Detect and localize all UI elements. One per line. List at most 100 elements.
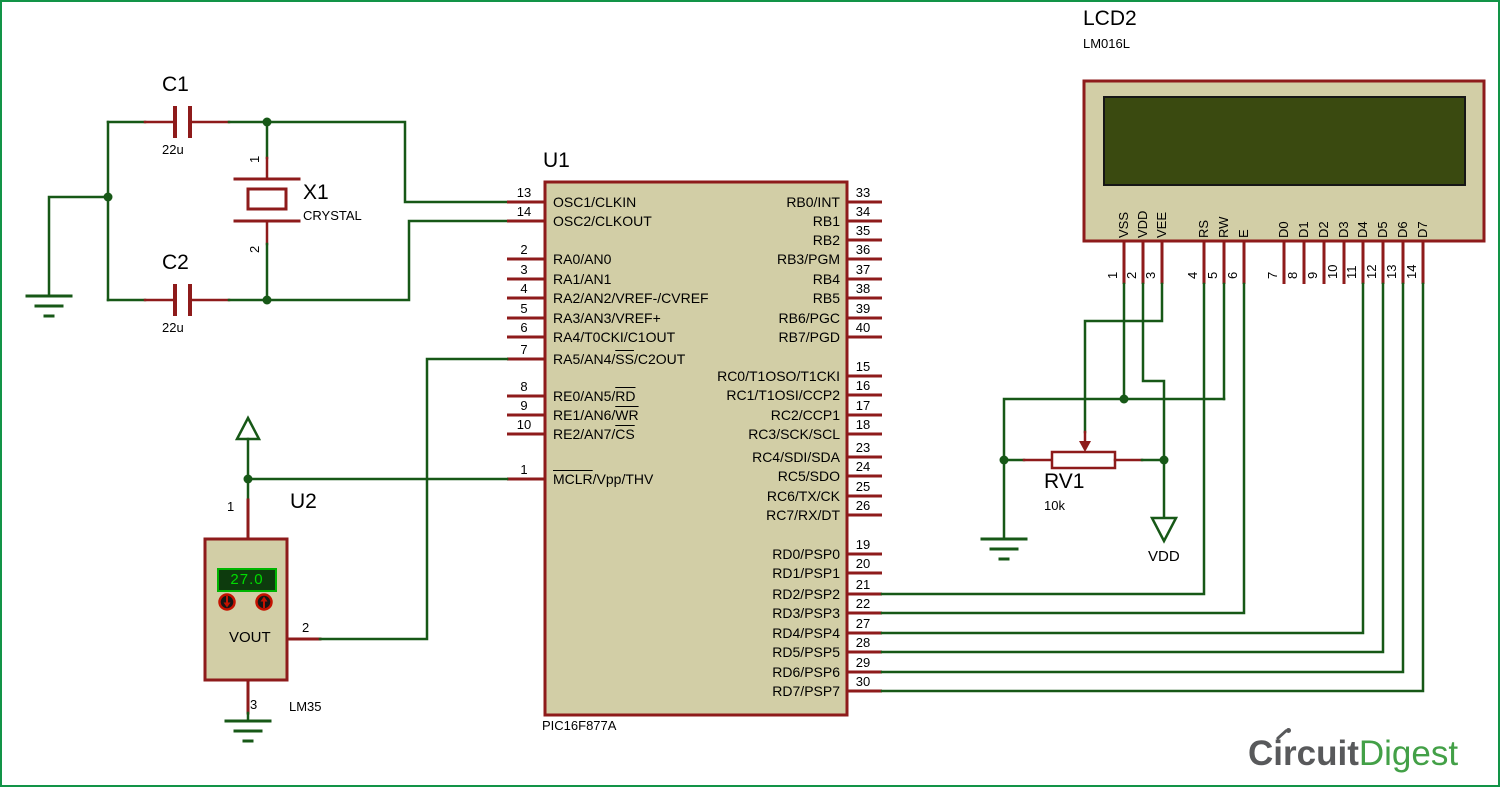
logo-text-circuit: Circuit	[1248, 734, 1359, 773]
u1-pin-label: RB3/PGM	[776, 251, 840, 267]
u1-pin-label: RA4/T0CKI/C1OUT	[553, 329, 676, 345]
c1-value: 22u	[162, 142, 184, 157]
lm35-display-value: 27.0	[230, 571, 264, 588]
u2-pin-number: 1	[227, 499, 235, 514]
lcd-pin-label: D4	[1355, 221, 1370, 238]
u1-pin-label: RA2/AN2/VREF-/CVREF	[553, 290, 709, 306]
u1-pin-label: RB0/INT	[786, 194, 840, 210]
circuitdigest-logo: CircuitDigest	[1248, 728, 1458, 774]
u1-pin-number: 33	[855, 185, 871, 200]
u1-pin-label: RE1/AN6/WR	[553, 407, 639, 423]
u1-pin-number: 13	[516, 185, 532, 200]
rv1-value: 10k	[1044, 498, 1065, 513]
u1-pin-number: 36	[855, 242, 871, 257]
wire-to-ground	[47, 195, 110, 298]
u1-pin-label: RD3/PSP3	[772, 605, 840, 621]
wire-gnd-rail	[1002, 397, 1226, 462]
u1-pin-number: 37	[855, 262, 871, 277]
junction-dot	[103, 192, 113, 202]
u1-pin-label: RA3/AN3/VREF+	[553, 310, 661, 326]
u1-pin-number: 2	[520, 242, 528, 257]
u1-pin-label: RD7/PSP7	[772, 683, 840, 699]
u1-pin-number: 40	[855, 320, 871, 335]
u1-pin-label: OSC1/CLKIN	[553, 194, 637, 210]
u1-pin-number: 25	[855, 479, 871, 494]
lcd-pin-label: RS	[1196, 219, 1211, 238]
junction-dot	[1119, 394, 1129, 404]
wire-d4-to-rd4	[880, 282, 1365, 635]
lm35-decrease-button[interactable]	[218, 593, 236, 611]
lcd-pin-label: VSS	[1116, 211, 1131, 238]
wire-d7-to-rd7	[880, 282, 1425, 693]
vdd-terminal-label: VDD	[1148, 548, 1180, 565]
lcd-pin-label: D1	[1296, 221, 1311, 238]
arrow-up-icon	[260, 596, 268, 602]
u1-pin-number: 20	[855, 556, 871, 571]
x1-ref: X1	[303, 181, 329, 204]
u1-pin-label: RA5/AN4/SS/C2OUT	[553, 351, 686, 367]
u1-pin-label: RB1	[812, 213, 840, 229]
lcd-pin-number: 14	[1404, 264, 1419, 279]
lcd-pin-number: 7	[1265, 271, 1280, 279]
u1-pin-number: 9	[520, 398, 528, 413]
u1-pin-number: 19	[855, 537, 871, 552]
u1-pin-label: RB6/PGC	[778, 310, 840, 326]
u1-pin-number: 10	[516, 417, 532, 432]
u1-pin-number: 1	[520, 462, 528, 477]
u2-body	[203, 537, 289, 682]
crystal-oscillator-circuit	[25, 106, 509, 318]
lcd-pin-number: 9	[1305, 271, 1320, 279]
u1-pin-number: 4	[520, 281, 528, 296]
u1-pin-number: 35	[855, 223, 871, 238]
lcd-pin-number: 10	[1325, 264, 1340, 279]
x1-pin-number: 2	[247, 245, 262, 253]
u2-pin-number: 3	[250, 697, 258, 712]
u1-pin-number: 38	[855, 281, 871, 296]
u1-pin-number: 34	[855, 204, 871, 219]
u1-pin-label: RE0/AN5/RD	[553, 388, 636, 404]
u1-pin-label: OSC2/CLKOUT	[553, 213, 652, 229]
crystal-body	[246, 187, 288, 211]
wire-e-to-rd3	[880, 282, 1246, 615]
junction-dot	[262, 117, 272, 127]
rv1-ref: RV1	[1044, 470, 1085, 493]
lm35-sensor	[203, 357, 509, 743]
u1-pin-number: 18	[855, 417, 871, 432]
u1-pin-label: RC7/RX/DT	[766, 507, 840, 523]
u1-pin-label: RC6/TX/CK	[766, 488, 840, 504]
u1-pin-number: 17	[855, 398, 871, 413]
lcd-pin-label: VDD	[1135, 210, 1150, 238]
lcd-ref: LCD2	[1083, 7, 1137, 30]
u1-pin-number: 3	[520, 262, 528, 277]
wire-d5-to-rd5	[880, 282, 1385, 654]
u1-left-pin-stubs	[507, 200, 545, 481]
ground-symbol	[980, 537, 1028, 561]
rv1-body	[1050, 450, 1117, 470]
lcd-pin-number: 3	[1143, 271, 1158, 279]
ground-symbol	[25, 294, 73, 318]
lcd-pin-number: 5	[1205, 271, 1220, 279]
u1-pin-label: RD2/PSP2	[772, 586, 840, 602]
lcd-screen	[1103, 96, 1466, 186]
lm35-increase-button[interactable]	[255, 593, 273, 611]
u1-pin-number: 14	[516, 204, 532, 219]
u2-part: LM35	[289, 699, 322, 714]
u1-pin-label: RD4/PSP4	[772, 625, 840, 641]
u1-pin-number: 7	[520, 342, 528, 357]
lcd-pin-stubs	[1122, 241, 1425, 284]
u1-pin-label: RE2/AN7/CS	[553, 426, 635, 442]
power-arrow-icon	[234, 415, 262, 441]
wire-osc2	[227, 219, 509, 302]
u1-pin-label: RD6/PSP6	[772, 664, 840, 680]
u1-ref: U1	[543, 149, 570, 172]
lcd-pin-label: D2	[1316, 221, 1331, 238]
ground-symbol	[224, 719, 272, 743]
junction-dot	[262, 295, 272, 305]
lcd-pin-label: D5	[1375, 221, 1390, 238]
wire-osc1	[227, 120, 509, 204]
u1-pin-label: RD0/PSP0	[772, 546, 840, 562]
logo-accent-dot	[1286, 728, 1291, 733]
lcd-pin-number: 4	[1185, 271, 1200, 279]
